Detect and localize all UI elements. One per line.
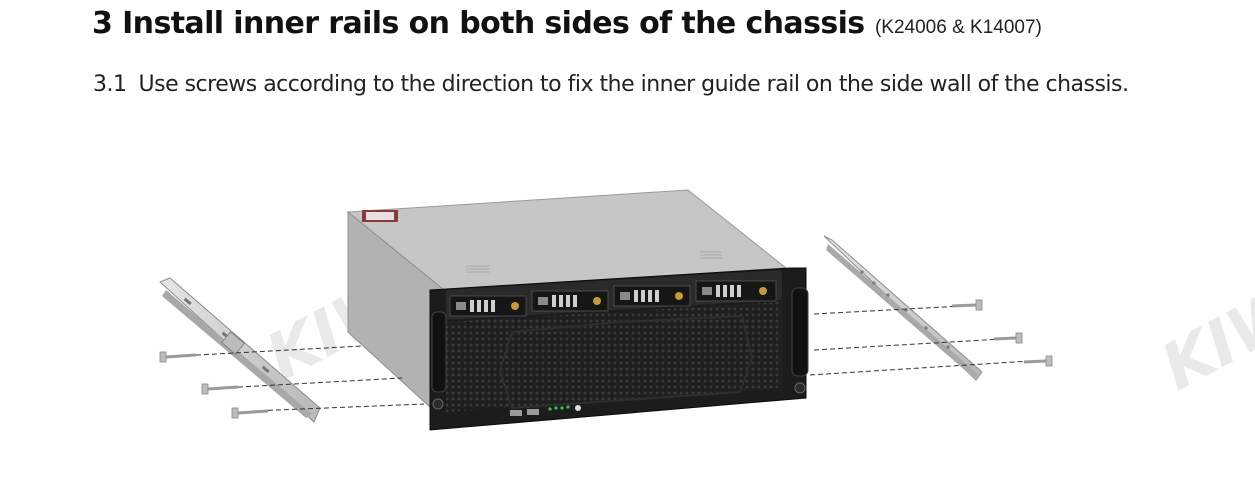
step-instruction: 3.1 Use screws according to the direction… bbox=[93, 72, 1129, 97]
section-heading: 3 Install inner rails on both sides of t… bbox=[92, 6, 1042, 41]
front-handles bbox=[431, 287, 809, 410]
usb-ports bbox=[510, 409, 539, 416]
drive-bay bbox=[449, 295, 527, 317]
screw-icon bbox=[993, 332, 1023, 344]
left-inner-rail bbox=[159, 277, 321, 423]
left-screws bbox=[159, 351, 269, 419]
right-screws bbox=[951, 299, 1053, 367]
power-button-icon bbox=[575, 405, 581, 411]
server-chassis bbox=[346, 189, 788, 422]
step-text: Use screws according to the direction to… bbox=[138, 72, 1129, 97]
screw-icon bbox=[1023, 355, 1053, 367]
drive-bay bbox=[531, 290, 609, 312]
drive-bays bbox=[449, 280, 777, 317]
status-leds bbox=[548, 405, 581, 411]
model-numbers: (K24006 & K14007) bbox=[874, 17, 1042, 38]
right-inner-rail bbox=[823, 235, 983, 381]
screw-icon bbox=[951, 299, 983, 311]
section-title: 3 Install inner rails on both sides of t… bbox=[92, 6, 865, 41]
guide-lines bbox=[179, 305, 1031, 412]
drive-bay bbox=[695, 280, 777, 302]
screw-icon bbox=[201, 383, 239, 395]
step-number: 3.1 bbox=[93, 72, 127, 97]
drive-bay bbox=[613, 285, 691, 307]
screw-icon bbox=[159, 351, 197, 363]
screw-icon bbox=[231, 407, 269, 419]
